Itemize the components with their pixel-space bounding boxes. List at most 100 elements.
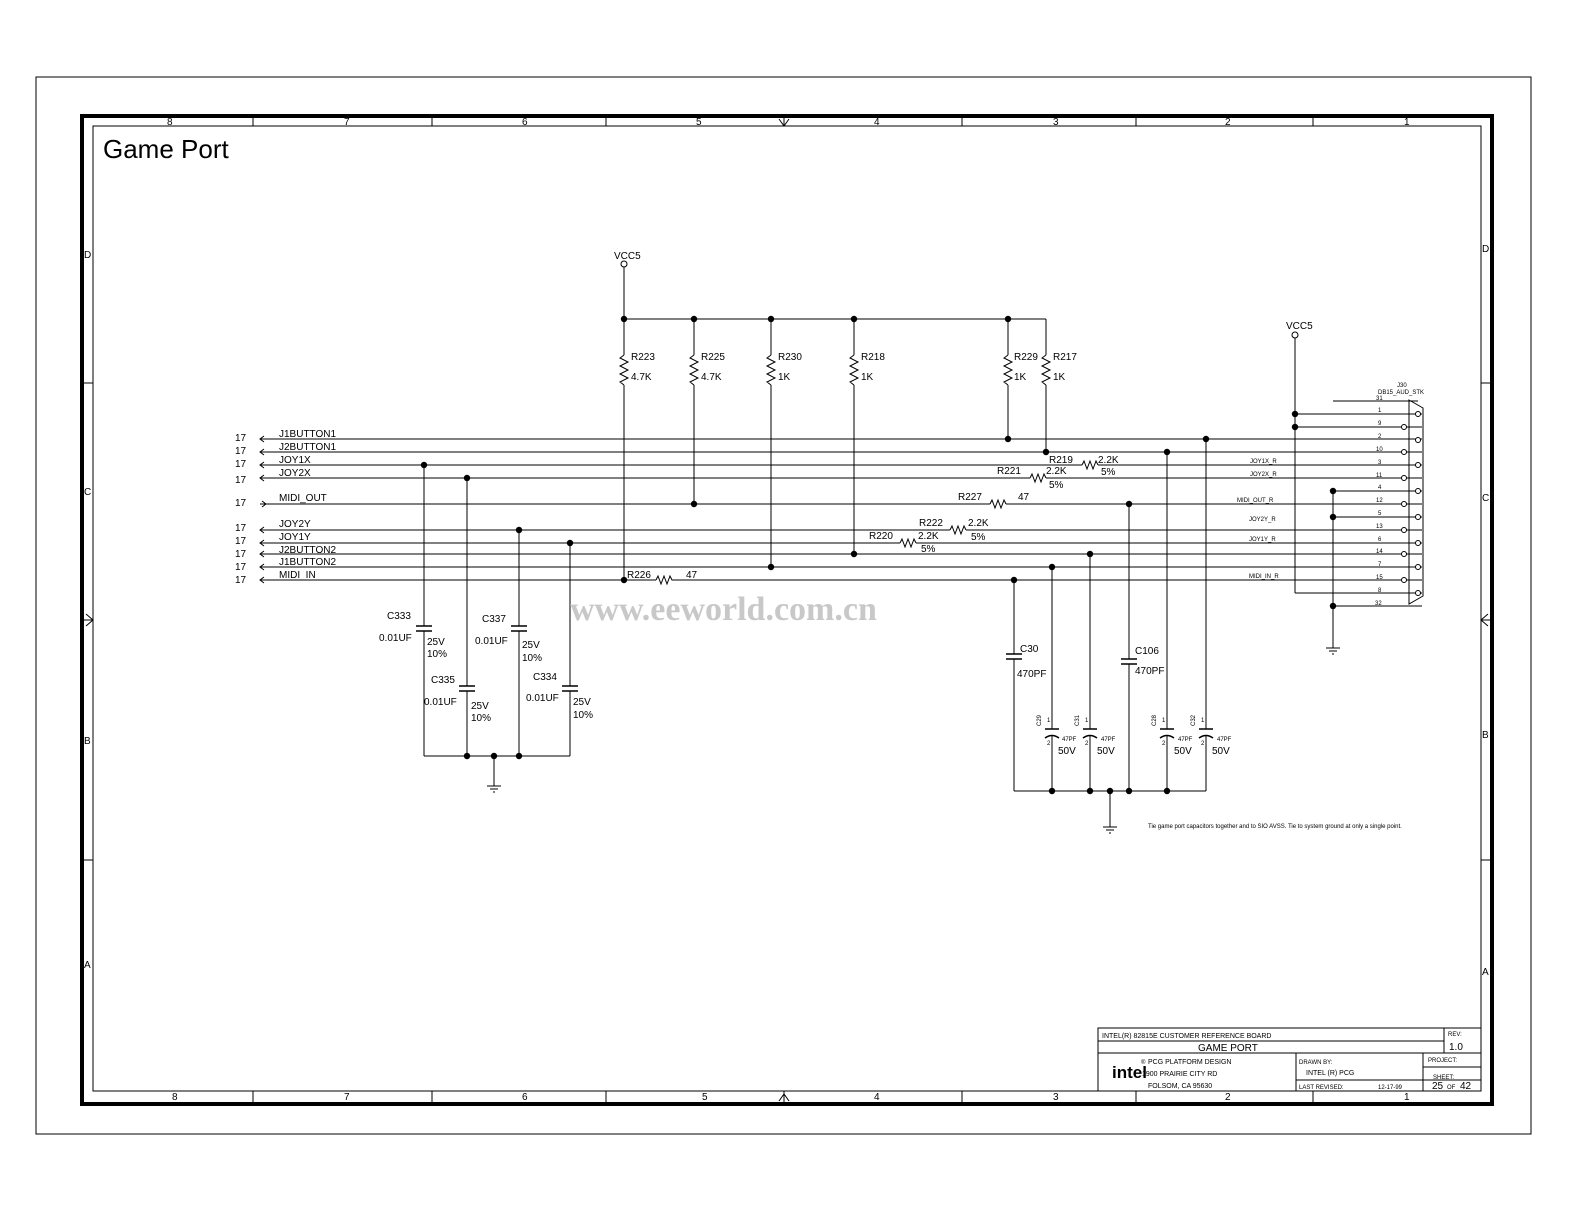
svg-text:32: 32 [1375,601,1382,607]
series-resistors [655,459,1099,586]
svg-text:6: 6 [522,1092,528,1103]
svg-text:13: 13 [1376,524,1383,530]
svg-text:10%: 10% [573,710,593,721]
offsheet-arrows [259,435,267,584]
svg-text:47PF: 47PF [1178,737,1193,743]
svg-text:REV:: REV: [1448,1032,1462,1038]
vcc5-symbol-right: VCC5 [1286,321,1313,339]
left-capacitor-labels: C333 0.01UF 25V 10% C335 0.01UF 25V 10% … [379,611,593,724]
svg-text:1: 1 [1378,408,1382,414]
svg-text:7: 7 [1378,562,1382,568]
svg-text:17: 17 [235,549,247,560]
svg-text:R217: R217 [1053,352,1077,363]
title-block: INTEL(R) 82815E CUSTOMER REFERENCE BOARD… [1097,1027,1482,1092]
svg-text:9: 9 [1378,421,1382,427]
svg-text:6: 6 [1378,537,1382,543]
svg-text:17: 17 [235,475,247,486]
svg-text:12: 12 [1376,498,1383,504]
svg-text:C334: C334 [533,672,557,683]
svg-text:MIDI_IN_R: MIDI_IN_R [1249,574,1279,580]
svg-text:470PF: 470PF [1017,669,1046,680]
svg-text:C335: C335 [431,675,455,686]
connector-pin-numbers: 1 9 2 10 3 11 4 12 5 13 6 14 7 15 8 [1376,408,1383,594]
connector-net-labels: JOY1X_R JOY2X_R MIDI_OUT_R JOY2Y_R JOY1Y… [1237,459,1279,580]
svg-text:2: 2 [1225,117,1231,128]
svg-text:10%: 10% [471,713,491,724]
zone-labels: 8 7 6 5 4 3 2 1 8 7 6 5 4 3 2 1 D C B A … [84,117,1489,1103]
svg-text:C30: C30 [1020,644,1039,655]
svg-text:MIDI_OUT: MIDI_OUT [279,493,327,504]
series-resistor-labels: R219 2.2K 5% R221 2.2K 5% R227 47 R222 2… [627,455,1119,581]
wiring [260,262,1422,827]
svg-text:50V: 50V [1174,746,1192,757]
svg-text:8: 8 [167,117,173,128]
svg-text:2: 2 [1085,741,1089,747]
svg-text:17: 17 [235,433,247,444]
svg-text:42: 42 [1460,1081,1472,1092]
svg-text:A: A [84,960,91,971]
svg-text:47PF: 47PF [1062,737,1077,743]
junction-dots [420,315,1337,795]
svg-text:J1BUTTON2: J1BUTTON2 [279,557,336,568]
svg-text:MIDI_IN: MIDI_IN [279,570,316,581]
svg-text:GAME PORT: GAME PORT [1198,1043,1258,1054]
svg-text:C28: C28 [1152,714,1158,726]
svg-text:J1BUTTON1: J1BUTTON1 [279,429,336,440]
svg-text:DB15_AUD_STK: DB15_AUD_STK [1378,390,1424,396]
svg-text:R225: R225 [701,352,725,363]
svg-text:25V: 25V [427,637,445,648]
svg-text:JOY1X_R: JOY1X_R [1250,459,1277,465]
svg-text:R219: R219 [1049,455,1073,466]
svg-text:R218: R218 [861,352,885,363]
svg-text:JOY1Y_R: JOY1Y_R [1249,537,1276,543]
svg-text:J30: J30 [1397,383,1407,389]
svg-text:25V: 25V [471,701,489,712]
svg-text:4.7K: 4.7K [701,372,722,383]
svg-text:1: 1 [1404,117,1410,128]
svg-text:0.01UF: 0.01UF [475,636,508,647]
svg-text:470PF: 470PF [1135,666,1164,677]
svg-text:17: 17 [235,536,247,547]
watermark: www.eeworld.com.cn [570,591,877,628]
svg-text:47PF: 47PF [1217,737,1232,743]
inner-frame [92,125,1482,1092]
svg-text:C: C [84,487,91,498]
signal-labels: J1BUTTON1 J2BUTTON1 JOY1X JOY2X MIDI_OUT… [279,429,336,581]
svg-text:JOY2Y: JOY2Y [279,519,311,530]
svg-text:C333: C333 [387,611,411,622]
svg-text:14: 14 [1376,549,1383,555]
svg-text:50V: 50V [1212,746,1230,757]
svg-text:PROJECT:: PROJECT: [1428,1058,1457,1064]
svg-text:SHEET:: SHEET: [1433,1075,1454,1081]
vcc5-symbol-left: VCC5 [614,251,641,268]
svg-text:A: A [1482,967,1489,978]
svg-text:17: 17 [235,575,247,586]
svg-text:10%: 10% [427,649,447,660]
svg-text:2: 2 [1225,1092,1231,1103]
svg-text:4: 4 [1378,485,1382,491]
svg-text:7: 7 [344,117,350,128]
svg-text:1: 1 [1162,718,1166,724]
svg-text:47PF: 47PF [1101,737,1116,743]
svg-text:17: 17 [235,459,247,470]
svg-text:17: 17 [235,498,247,509]
svg-text:2: 2 [1378,434,1382,440]
svg-text:JOY1Y: JOY1Y [279,532,311,543]
svg-text:R221: R221 [997,466,1021,477]
svg-text:R223: R223 [631,352,655,363]
svg-text:11: 11 [1376,473,1383,479]
zone-markers [82,116,1492,1104]
svg-text:®: ® [1141,1059,1146,1066]
svg-text:JOY2X_R: JOY2X_R [1250,472,1277,478]
svg-text:C337: C337 [482,614,506,625]
svg-text:MIDI_OUT_R: MIDI_OUT_R [1237,498,1274,504]
svg-text:3: 3 [1378,460,1382,466]
svg-text:1: 1 [1404,1092,1410,1103]
svg-text:1K: 1K [1053,372,1066,383]
svg-text:0.01UF: 0.01UF [424,697,457,708]
svg-text:VCC5: VCC5 [1286,321,1313,332]
svg-text:2: 2 [1162,741,1166,747]
right-capacitor-labels: C30 470PF C106 470PF C29 47PF 50V C31 47… [1017,644,1232,757]
svg-text:2: 2 [1201,741,1205,747]
svg-text:31: 31 [1376,396,1383,402]
